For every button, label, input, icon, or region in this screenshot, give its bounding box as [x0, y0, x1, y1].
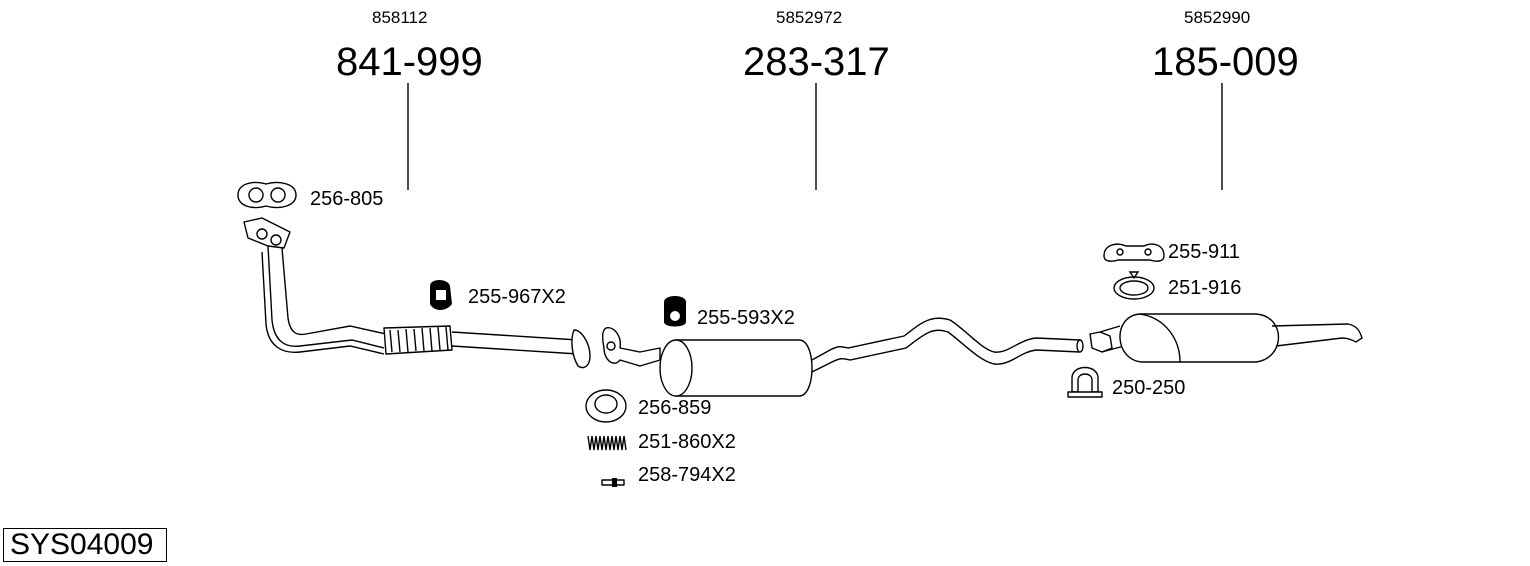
oe-number-front-pipe: 858112 — [372, 8, 428, 27]
rubber-ring-icon — [664, 296, 686, 327]
accessory-label-clamp[interactable]: 251-916 — [1168, 277, 1242, 299]
accessory-label-gasket[interactable]: 256-805 — [310, 188, 384, 210]
accessory-label-seal-ring[interactable]: 256-859 — [638, 397, 712, 419]
middle-silencer-drawing — [601, 317, 1084, 397]
system-code-box: SYS04009 — [3, 528, 167, 562]
clamp-icon — [1113, 271, 1155, 300]
accessory-label-bolt[interactable]: 258-794X2 — [638, 464, 736, 486]
bracket-icon — [1103, 243, 1165, 262]
accessory-label-u-clamp[interactable]: 250-250 — [1112, 377, 1186, 399]
rubber-mount-icon — [430, 280, 452, 310]
u-clamp-icon — [1067, 366, 1103, 398]
accessory-label-rubber-mount[interactable]: 255-967X2 — [468, 286, 566, 308]
accessory-label-bracket[interactable]: 255-911 — [1168, 241, 1240, 263]
spring-icon — [587, 435, 627, 451]
front-pipe-drawing — [243, 217, 591, 369]
oe-number-middle-silencer: 5852972 — [776, 8, 843, 27]
part-number-front-pipe[interactable]: 841-999 — [336, 40, 483, 84]
bolt-icon — [601, 478, 625, 487]
accessory-label-rubber-ring[interactable]: 255-593X2 — [697, 307, 795, 329]
oe-number-rear-silencer: 5852990 — [1184, 8, 1251, 27]
gasket-icon — [237, 181, 297, 209]
rear-silencer-drawing — [1089, 313, 1363, 363]
part-number-rear-silencer[interactable]: 185-009 — [1152, 40, 1299, 84]
seal-ring-icon — [585, 389, 627, 423]
accessory-label-spring[interactable]: 251-860X2 — [638, 431, 736, 453]
part-number-middle-silencer[interactable]: 283-317 — [743, 40, 890, 84]
